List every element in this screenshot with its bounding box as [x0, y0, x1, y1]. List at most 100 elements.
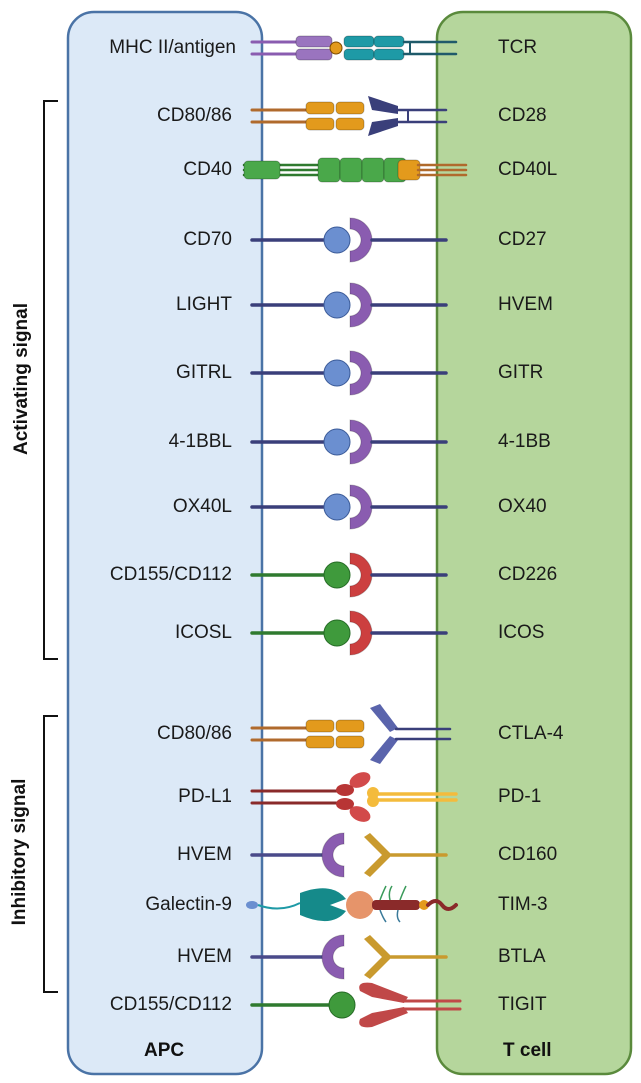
apc-ligand-label: CD80/86 [157, 723, 232, 744]
apc-ligand-label: MHC II/antigen [109, 37, 236, 58]
tigit-arm [359, 1007, 408, 1028]
inhibitory-bracket [43, 715, 58, 993]
apc-ligand-label: LIGHT [176, 294, 232, 315]
receptor-cup [349, 419, 373, 465]
tcell-receptor-label: TIM-3 [498, 894, 548, 915]
hvem-cup [321, 832, 345, 878]
tcell-receptor-label: GITR [498, 362, 544, 383]
apc-ligand-label: HVEM [177, 946, 232, 967]
glycan [379, 909, 401, 923]
galectin-tail [246, 901, 258, 909]
cd28-arm [368, 96, 398, 114]
tcr-domain [343, 48, 375, 61]
galectin-9 [300, 888, 346, 922]
tcell-receptor-label: TIGIT [498, 994, 547, 1015]
receptor-cup [349, 217, 373, 263]
ctla4-arm [370, 704, 398, 732]
tcell-receptor-label: CD27 [498, 229, 547, 250]
receptor-cup [349, 552, 373, 598]
tcell-label: T cell [503, 1040, 552, 1061]
cd80-domain [335, 101, 365, 115]
apc-cell [66, 10, 264, 1076]
pdl1-domain [336, 798, 354, 810]
ligand-ball [323, 561, 351, 589]
tcell-receptor-label: CTLA-4 [498, 723, 564, 744]
cd80-domain [335, 719, 365, 733]
pd1-head [367, 795, 379, 807]
cd40-domain [243, 160, 281, 180]
ligand-ball [323, 619, 351, 647]
receptor-cup [349, 610, 373, 656]
apc-ligand-label: CD70 [183, 229, 232, 250]
apc-ligand-label: GITRL [176, 362, 232, 383]
cd40l-domain [317, 157, 341, 183]
receptor-cup [349, 484, 373, 530]
receptor-y [364, 833, 390, 877]
tcell-receptor-label: OX40 [498, 496, 547, 517]
receptor-cup [349, 350, 373, 396]
tim3-tail [426, 899, 458, 911]
apc-ligand-label: CD80/86 [157, 105, 232, 126]
tim3-stalk [372, 900, 420, 910]
ligand-ball [328, 991, 356, 1019]
cd80-domain [305, 735, 335, 749]
ligand-ball [323, 291, 351, 319]
tcell-receptor-label: CD28 [498, 105, 547, 126]
tcell-receptor-label: 4-1BB [498, 431, 551, 452]
tcell-receptor-label: BTLA [498, 946, 546, 967]
tcell-receptor-label: TCR [498, 37, 538, 58]
tcell-receptor-label: CD226 [498, 564, 558, 585]
apc-ligand-label: HVEM [177, 844, 232, 865]
cd28-arm [368, 118, 398, 136]
apc-ligand-label: CD40 [183, 159, 232, 180]
apc-ligand-label: ICOSL [174, 622, 232, 643]
cd80-domain [305, 101, 335, 115]
tcr-domain [373, 48, 405, 61]
glycan [379, 885, 407, 901]
tcr-domain [373, 35, 405, 48]
mhc-domain [295, 48, 333, 61]
ligand-ball [323, 428, 351, 456]
tigit-arm [359, 982, 408, 1003]
apc-ligand-label: PD-L1 [178, 786, 232, 807]
pdl1-domain [349, 772, 371, 788]
cd80-domain [335, 735, 365, 749]
hvem-cup [321, 934, 345, 980]
apc-ligand-label: Galectin-9 [145, 894, 232, 915]
tcell-cell [435, 10, 633, 1076]
ligand-ball [323, 493, 351, 521]
apc-label: APC [144, 1040, 185, 1061]
apc-ligand-label: OX40L [172, 496, 232, 517]
tcell-receptor-label: ICOS [498, 622, 545, 643]
cd80-domain [305, 719, 335, 733]
tcell-receptor-label: CD160 [498, 844, 558, 865]
tim3-node [419, 900, 429, 910]
cd80-domain [335, 117, 365, 131]
tcell-receptor-label: HVEM [498, 294, 553, 315]
receptor-y [364, 935, 390, 979]
mhc-domain [295, 35, 333, 48]
tim3-head [346, 891, 374, 919]
tcell-receptor-label: CD40L [498, 159, 558, 180]
apc-ligand-label: 4-1BBL [168, 431, 232, 452]
apc-ligand-label: CD155/CD112 [109, 564, 232, 585]
cd40l-domain [361, 157, 385, 183]
ligand-ball [323, 226, 351, 254]
tcr-domain [343, 35, 375, 48]
galectin-linker [257, 902, 301, 910]
activating-bracket [43, 100, 58, 660]
apc-ligand-label: CD155/CD112 [109, 994, 232, 1015]
receptor-cup [349, 282, 373, 328]
cd40l-domain [339, 157, 363, 183]
cd80-domain [305, 117, 335, 131]
ctla4-arm [370, 736, 398, 764]
molecule-pairs [242, 35, 468, 1028]
tcell-receptor-label: PD-1 [498, 786, 542, 807]
ligand-ball [323, 359, 351, 387]
antigen-peptide [329, 41, 343, 55]
pdl1-domain [349, 806, 371, 822]
pdl1-domain [336, 784, 354, 796]
cd40l-head [397, 159, 421, 181]
